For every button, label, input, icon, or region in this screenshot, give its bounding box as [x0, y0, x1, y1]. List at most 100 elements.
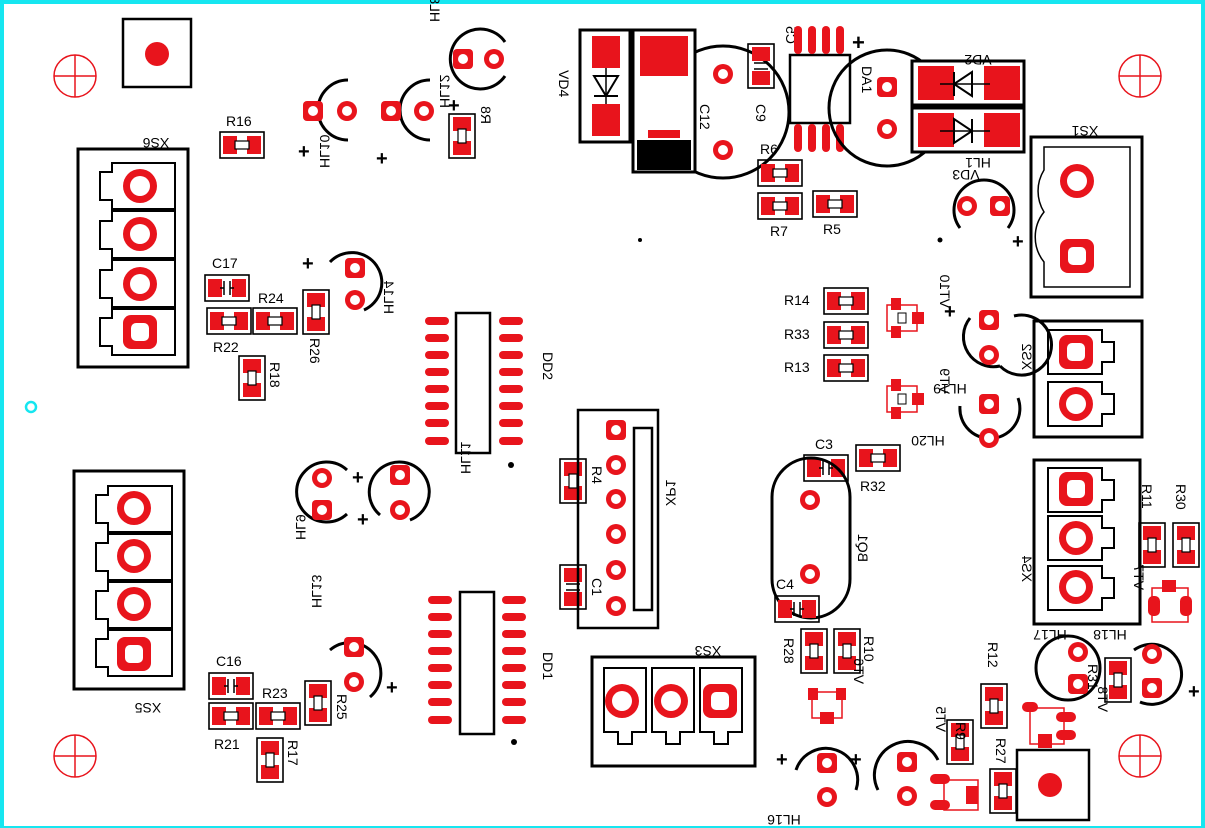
resistor-r26	[302, 289, 330, 335]
led-hl9: +	[295, 460, 364, 524]
label-r6: R6	[760, 141, 778, 157]
label-da1: DA1	[859, 66, 875, 93]
label-c9: C9	[753, 104, 769, 122]
label-r33: R33	[784, 326, 810, 342]
resistor-r12	[980, 683, 1008, 729]
resistor-r22	[206, 307, 252, 335]
ic-dd1	[428, 590, 526, 745]
transistor-vt9	[886, 378, 925, 420]
crystal-bq1	[770, 456, 852, 620]
ic-da1: +	[788, 26, 865, 152]
label-c17: C17	[212, 255, 238, 271]
svg-text:+: +	[852, 30, 865, 55]
label-vt7: VT7	[1131, 564, 1147, 590]
label-hl20: HL20	[911, 433, 945, 449]
label-r14: R14	[784, 292, 810, 308]
capacitor-c16	[208, 672, 254, 700]
label-hl9: HL9	[293, 514, 309, 540]
label-r31: R31	[1085, 664, 1101, 690]
resistor-r23	[255, 702, 301, 730]
diode-vd4	[578, 28, 632, 144]
led-hl12: + +	[376, 78, 460, 170]
label-xp1: XP1	[663, 479, 679, 506]
capacitor-c12	[631, 28, 791, 242]
label-r16: R16	[226, 113, 252, 129]
svg-text:+: +	[352, 467, 364, 489]
label-xs2: XS2	[1019, 343, 1035, 370]
label-hl8: HL8	[427, 0, 443, 22]
label-hl1: HL1	[965, 155, 991, 171]
connector-xs6	[76, 147, 190, 369]
label-r25: R25	[334, 694, 350, 720]
label-dd2: DD2	[540, 352, 556, 380]
label-r8: R8	[478, 106, 494, 124]
label-hl11: HL11	[458, 441, 474, 474]
label-hl16: HL16	[767, 812, 801, 828]
resistor-r8	[448, 113, 476, 159]
connector-xs1	[1029, 135, 1144, 299]
resistor-r25	[304, 680, 332, 726]
label-xs5: XS5	[135, 700, 162, 716]
mounting-hole-bl	[53, 734, 97, 778]
label-xs6: XS6	[143, 135, 170, 151]
resistor-r14	[823, 287, 869, 315]
led-hl8	[448, 27, 507, 91]
connector-xs5	[72, 469, 186, 691]
label-r24: R24	[258, 290, 284, 306]
label-vt9: VT9	[937, 368, 953, 394]
transistor-vt8	[1022, 702, 1076, 748]
led-hl19: +	[944, 301, 1053, 377]
resistor-r28	[800, 628, 828, 674]
resistor-r33	[823, 321, 869, 349]
label-r9: R9	[953, 722, 969, 740]
connector-xs2	[1032, 319, 1144, 439]
label-hl12: HL12	[437, 74, 453, 108]
label-r4: R4	[589, 466, 605, 484]
label-c3: C3	[815, 436, 833, 452]
svg-text:+: +	[1188, 681, 1200, 703]
label-vt8: VT8	[1095, 686, 1111, 712]
label-hl18: HL18	[1093, 627, 1127, 643]
svg-text:+: +	[1012, 231, 1024, 253]
svg-text:+: +	[376, 148, 388, 170]
fiducial-mark	[24, 400, 38, 414]
transistor-vt6	[808, 688, 846, 724]
resistor-r16	[219, 131, 265, 159]
svg-text:+: +	[298, 141, 310, 163]
connector-xs4	[1032, 458, 1142, 626]
resistor-r24	[252, 307, 298, 335]
svg-text:+: +	[850, 749, 862, 771]
label-r13: R13	[784, 359, 810, 375]
label-r7: R7	[770, 223, 788, 239]
label-r30: R30	[1173, 484, 1189, 510]
label-hl13: HL13	[309, 574, 325, 608]
label-vd3: VD3	[952, 167, 979, 183]
led-hl11: +	[357, 460, 431, 531]
label-xs4: XS4	[1019, 555, 1035, 582]
label-r22: R22	[213, 339, 239, 355]
label-r23: R23	[262, 685, 288, 701]
capacitor-c17	[204, 274, 250, 302]
resistor-r32	[855, 444, 901, 472]
transistor-vt7	[1148, 580, 1192, 623]
svg-text:+: +	[776, 749, 788, 771]
label-bq1: BQ1	[855, 534, 871, 562]
label-c12: C12	[697, 104, 713, 130]
capacitor-c1	[559, 564, 587, 610]
diode-vd3	[910, 106, 1026, 154]
resistor-r17	[256, 737, 284, 783]
transistor-vt5	[930, 774, 979, 811]
resistor-r7	[757, 192, 803, 220]
label-r28: R28	[781, 638, 797, 664]
led-near-vt5	[872, 739, 940, 806]
label-hl19: HL19	[933, 381, 967, 397]
label-vt6: VT6	[851, 658, 867, 684]
mounting-hole-br	[1118, 734, 1162, 778]
resistor-r4	[559, 458, 587, 504]
resistor-r30	[1172, 522, 1200, 568]
mounting-hole-tr	[1118, 54, 1162, 98]
label-r12: R12	[985, 642, 1001, 668]
label-r5: R5	[823, 221, 841, 237]
transistor-vt10	[886, 297, 925, 339]
